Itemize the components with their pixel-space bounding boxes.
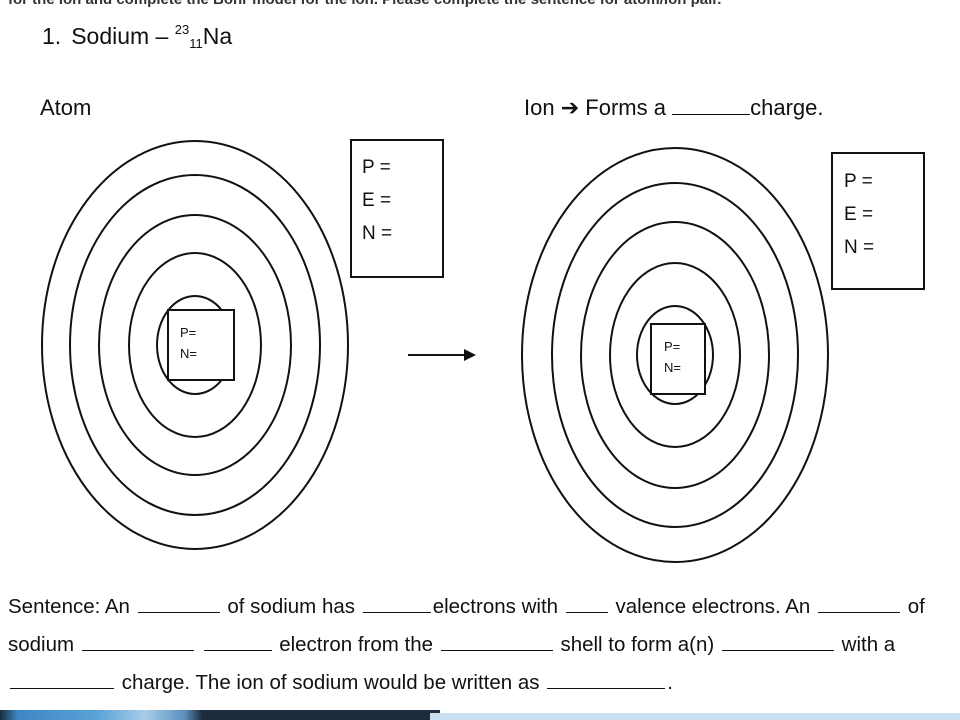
atom-shell-2[interactable]: [98, 214, 292, 476]
footer-light-bar: [430, 713, 960, 720]
ion-label-middle: Forms a: [585, 95, 666, 120]
footer-gradient-bar: [0, 710, 440, 720]
ion-nucleus-circle: [636, 305, 714, 405]
atom-label: Atom: [40, 95, 92, 120]
sentence-text: of: [907, 595, 925, 618]
blank-electron-count[interactable]: [362, 596, 431, 613]
ion-label: Ion ➔ Forms a charge.: [524, 95, 823, 121]
ion-shell-1[interactable]: [609, 262, 741, 448]
ion-electrons: E =: [844, 204, 874, 225]
atom-count-text: P = E = N =: [362, 151, 392, 250]
atomic-number: 11: [189, 36, 203, 51]
blank-charge[interactable]: [10, 672, 114, 689]
problem-title: 1. Sodium – 2311Na: [42, 22, 232, 51]
sentence-text: shell to form a(n): [560, 633, 715, 656]
blank-atom-or-ion-2[interactable]: [818, 596, 901, 613]
footer-dark-wedge: [300, 710, 440, 720]
atom-shell-1[interactable]: [128, 252, 262, 438]
sentence-text: electrons with: [432, 595, 559, 618]
blank-atom-or-ion[interactable]: [137, 596, 220, 613]
sentence-text: Sentence: An: [8, 595, 130, 618]
ion-shell-3[interactable]: [551, 182, 799, 528]
blank-gain-or-lose[interactable]: [81, 634, 194, 651]
element-symbol: Na: [202, 23, 233, 49]
sentence-text: with a: [841, 633, 896, 656]
ion-nucleus-protons: P=: [664, 339, 681, 354]
cut-off-instructions: for the ion and complete the Bohr model …: [8, 0, 908, 9]
sentence-text: .: [667, 671, 673, 694]
ion-nucleus-neutrons: N=: [664, 360, 681, 375]
blank-electron-number[interactable]: [203, 634, 272, 651]
atom-nucleus-protons: P=: [180, 325, 197, 340]
atom-neutrons: N =: [362, 223, 393, 244]
fill-in-sentence: Sentence: An of sodium has electrons wit…: [8, 588, 958, 702]
atom-electrons: E =: [362, 190, 392, 211]
atom-nucleus-box: [167, 309, 235, 381]
atom-nucleus-neutrons: N=: [180, 346, 197, 361]
ion-shell-2[interactable]: [580, 221, 770, 489]
problem-number: 1.: [42, 23, 62, 49]
ion-shell-4[interactable]: [521, 147, 829, 563]
atom-shell-4[interactable]: [41, 140, 349, 550]
atom-protons: P =: [362, 157, 391, 178]
arrow-right-icon: ➔: [560, 95, 580, 120]
atom-nucleus-text: P= N=: [180, 322, 197, 364]
ion-count-box: [831, 152, 925, 290]
sentence-text: charge. The ion of sodium would be writt…: [121, 671, 540, 694]
ion-count-text: P = E = N =: [844, 165, 874, 264]
ion-protons: P =: [844, 171, 873, 192]
blank-ion-symbol[interactable]: [547, 672, 666, 689]
charge-blank[interactable]: [672, 100, 751, 115]
blank-valence-count[interactable]: [565, 596, 608, 613]
transform-arrow-head: [464, 349, 476, 361]
sentence-text: valence electrons. An: [615, 595, 811, 618]
atom-count-box: [350, 139, 444, 278]
blank-shell[interactable]: [440, 634, 553, 651]
ion-nucleus-text: P= N=: [664, 336, 681, 378]
sentence-line-3: charge. The ion of sodium would be writt…: [8, 664, 958, 702]
ion-neutrons: N =: [844, 237, 875, 258]
sentence-text: of sodium has: [227, 595, 355, 618]
element-name: Sodium –: [71, 23, 169, 49]
sentence-line-2: sodium electron from the shell to form a…: [8, 626, 958, 664]
atom-shell-3[interactable]: [69, 174, 321, 516]
mass-number: 23: [174, 22, 190, 37]
ion-label-suffix: charge.: [750, 95, 824, 120]
blank-cation-or-anion[interactable]: [721, 634, 834, 651]
ion-nucleus-box: [650, 323, 706, 395]
sentence-text: electron from the: [279, 633, 434, 656]
sentence-line-1: Sentence: An of sodium has electrons wit…: [8, 588, 958, 626]
ion-label-prefix: Ion: [524, 95, 555, 120]
sentence-text: sodium: [8, 633, 75, 656]
